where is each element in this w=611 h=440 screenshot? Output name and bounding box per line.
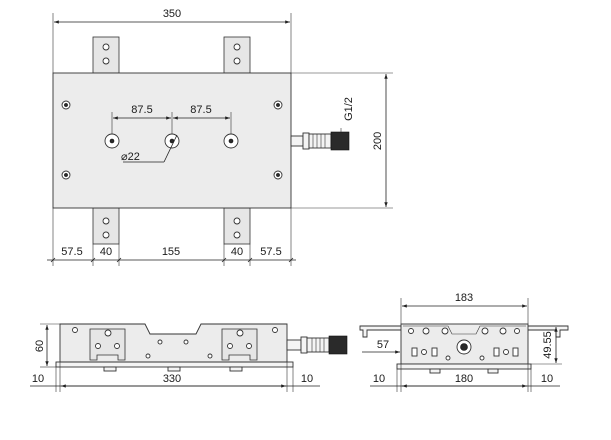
dim-spacing-right: 87.5 <box>190 104 211 116</box>
dim-bottom-4: 40 <box>231 246 243 258</box>
bracket-hole <box>102 217 110 225</box>
screw <box>499 327 507 335</box>
slot <box>512 347 519 357</box>
top-left-bracket <box>92 36 120 74</box>
dim-bottom-3: 155 <box>162 246 180 258</box>
bracket-hole <box>233 231 241 239</box>
screw <box>481 327 489 335</box>
foot <box>229 366 243 372</box>
slot <box>493 347 500 357</box>
front-base <box>55 361 294 368</box>
bracket-hole <box>102 57 110 65</box>
foot <box>167 366 181 372</box>
dim-bottom-1: 57.5 <box>61 246 82 258</box>
screw <box>272 327 278 333</box>
screw <box>503 349 509 355</box>
screw-center <box>64 173 68 177</box>
bracket-hole <box>236 329 244 337</box>
screw <box>422 327 430 335</box>
bracket-hole <box>114 343 120 349</box>
screw-center <box>64 103 68 107</box>
dim-front-offset-left: 10 <box>32 373 44 385</box>
bracket-hole <box>102 231 110 239</box>
bracket-hole <box>102 43 110 51</box>
dim-side-width: 183 <box>455 292 473 304</box>
bracket-hole <box>233 217 241 225</box>
dim-bottom-5: 57.5 <box>260 246 281 258</box>
screw <box>479 355 485 361</box>
outlet-hole-center <box>228 138 234 144</box>
screw <box>72 327 78 333</box>
screw <box>441 327 449 335</box>
dim-bottom-2: 40 <box>100 246 112 258</box>
screw-center <box>276 173 280 177</box>
dim-side-inner: 180 <box>455 373 473 385</box>
dim-hole-diameter: ⌀22 <box>121 151 140 163</box>
bottom-right-bracket <box>223 207 251 245</box>
front-view: 60 10 330 10 <box>30 323 348 392</box>
dim-side-offset-left: 10 <box>373 373 385 385</box>
top-right-bracket <box>223 36 251 74</box>
dim-height: 200 <box>372 132 384 150</box>
slot <box>431 347 438 357</box>
front-inlet-fitting <box>286 335 348 355</box>
screw <box>408 328 414 334</box>
side-view: 183 57 49.55 10 180 10 <box>359 292 569 392</box>
foot <box>487 368 499 374</box>
dim-front-height: 60 <box>34 340 46 352</box>
side-inner-outline <box>403 325 526 335</box>
bracket-hole <box>104 329 112 337</box>
side-base <box>396 363 532 370</box>
inlet-fitting <box>290 131 350 151</box>
dim-side-offset: 57 <box>377 339 389 351</box>
bracket-hole <box>227 343 233 349</box>
screw <box>145 353 151 359</box>
side-inlet-center <box>460 343 468 351</box>
bottom-left-bracket <box>92 207 120 245</box>
thread-label: G1/2 <box>343 97 355 121</box>
screw-center <box>276 103 280 107</box>
dim-spacing-left: 87.5 <box>131 104 152 116</box>
screw <box>445 355 451 361</box>
screw <box>207 353 213 359</box>
bracket-hole <box>246 343 252 349</box>
screw <box>157 339 163 345</box>
screw <box>514 328 520 334</box>
top-view: 350 200 87.5 87.5 ⌀22 G1/2 <box>47 8 393 266</box>
bracket-hole <box>233 57 241 65</box>
foot <box>103 366 117 372</box>
dim-side-offset-right: 10 <box>541 373 553 385</box>
dim-side-height: 49.55 <box>542 331 554 359</box>
front-right-bracket <box>221 328 258 361</box>
bracket-hole <box>95 343 101 349</box>
outlet-hole-center <box>109 138 115 144</box>
screw <box>183 339 189 345</box>
foot <box>429 368 441 374</box>
dim-front-offset-right: 10 <box>301 373 313 385</box>
bracket-hole <box>233 43 241 51</box>
slot <box>411 347 418 357</box>
screw <box>421 349 427 355</box>
dim-overall-width: 350 <box>163 8 181 20</box>
front-left-bracket <box>89 328 126 361</box>
dim-front-length: 330 <box>163 373 181 385</box>
